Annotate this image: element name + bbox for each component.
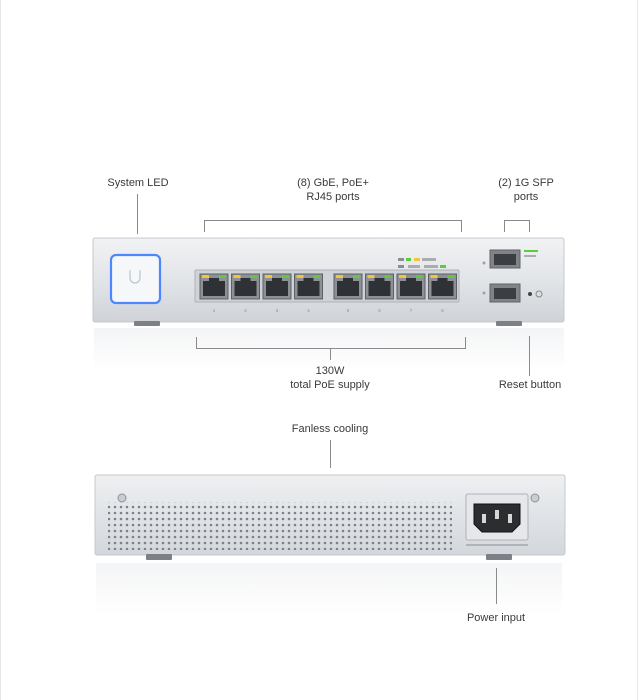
rj45-port	[333, 273, 363, 300]
reset-button	[528, 290, 543, 298]
vent-grille	[108, 502, 452, 550]
callout-line-power	[496, 568, 497, 604]
switch-rear-view	[94, 474, 566, 560]
rj45-port	[294, 273, 323, 300]
frame-border-left	[0, 0, 1, 700]
callout-system-led: System LED	[107, 177, 169, 189]
port-number: 4	[307, 308, 310, 313]
system-led-button	[109, 253, 162, 305]
callout-fanless-cooling: Fanless cooling	[291, 423, 369, 435]
port-number: 7	[410, 308, 413, 313]
rj45-port	[396, 273, 426, 300]
port-number: 2	[244, 308, 247, 313]
rear-reflection	[96, 563, 562, 615]
port-number: 8	[441, 308, 444, 313]
rj45-port	[428, 273, 457, 300]
bracket-rj45	[204, 220, 462, 221]
port-number: 3	[276, 308, 279, 313]
rj45-port	[231, 273, 260, 300]
callout-line-reset	[529, 336, 530, 376]
port-number: 5	[347, 308, 350, 313]
switch-front-view: 1 2 3 4 5 6 7 8	[92, 237, 565, 326]
frame-border-right	[637, 0, 638, 700]
callout-power-input: Power input	[466, 612, 526, 624]
port-number: 6	[378, 308, 381, 313]
callout-rj45-ports: (8) GbE, PoE+RJ45 ports	[297, 177, 369, 203]
bracket-poe	[196, 348, 466, 349]
rj45-port	[365, 273, 394, 300]
sfp-ports	[482, 249, 538, 303]
power-inlet	[465, 493, 529, 546]
port-number: 1	[213, 308, 216, 313]
callout-line-fanless	[330, 440, 331, 468]
rj45-port-block: 1 2 3 4 5 6 7 8	[199, 273, 457, 313]
callout-line-system-led	[137, 194, 138, 234]
callout-reset-button: Reset button	[498, 379, 562, 391]
rj45-port	[199, 273, 229, 300]
rj45-port	[262, 273, 292, 300]
bracket-sfp	[504, 220, 530, 221]
front-reflection	[94, 328, 564, 372]
status-legend	[398, 258, 446, 268]
